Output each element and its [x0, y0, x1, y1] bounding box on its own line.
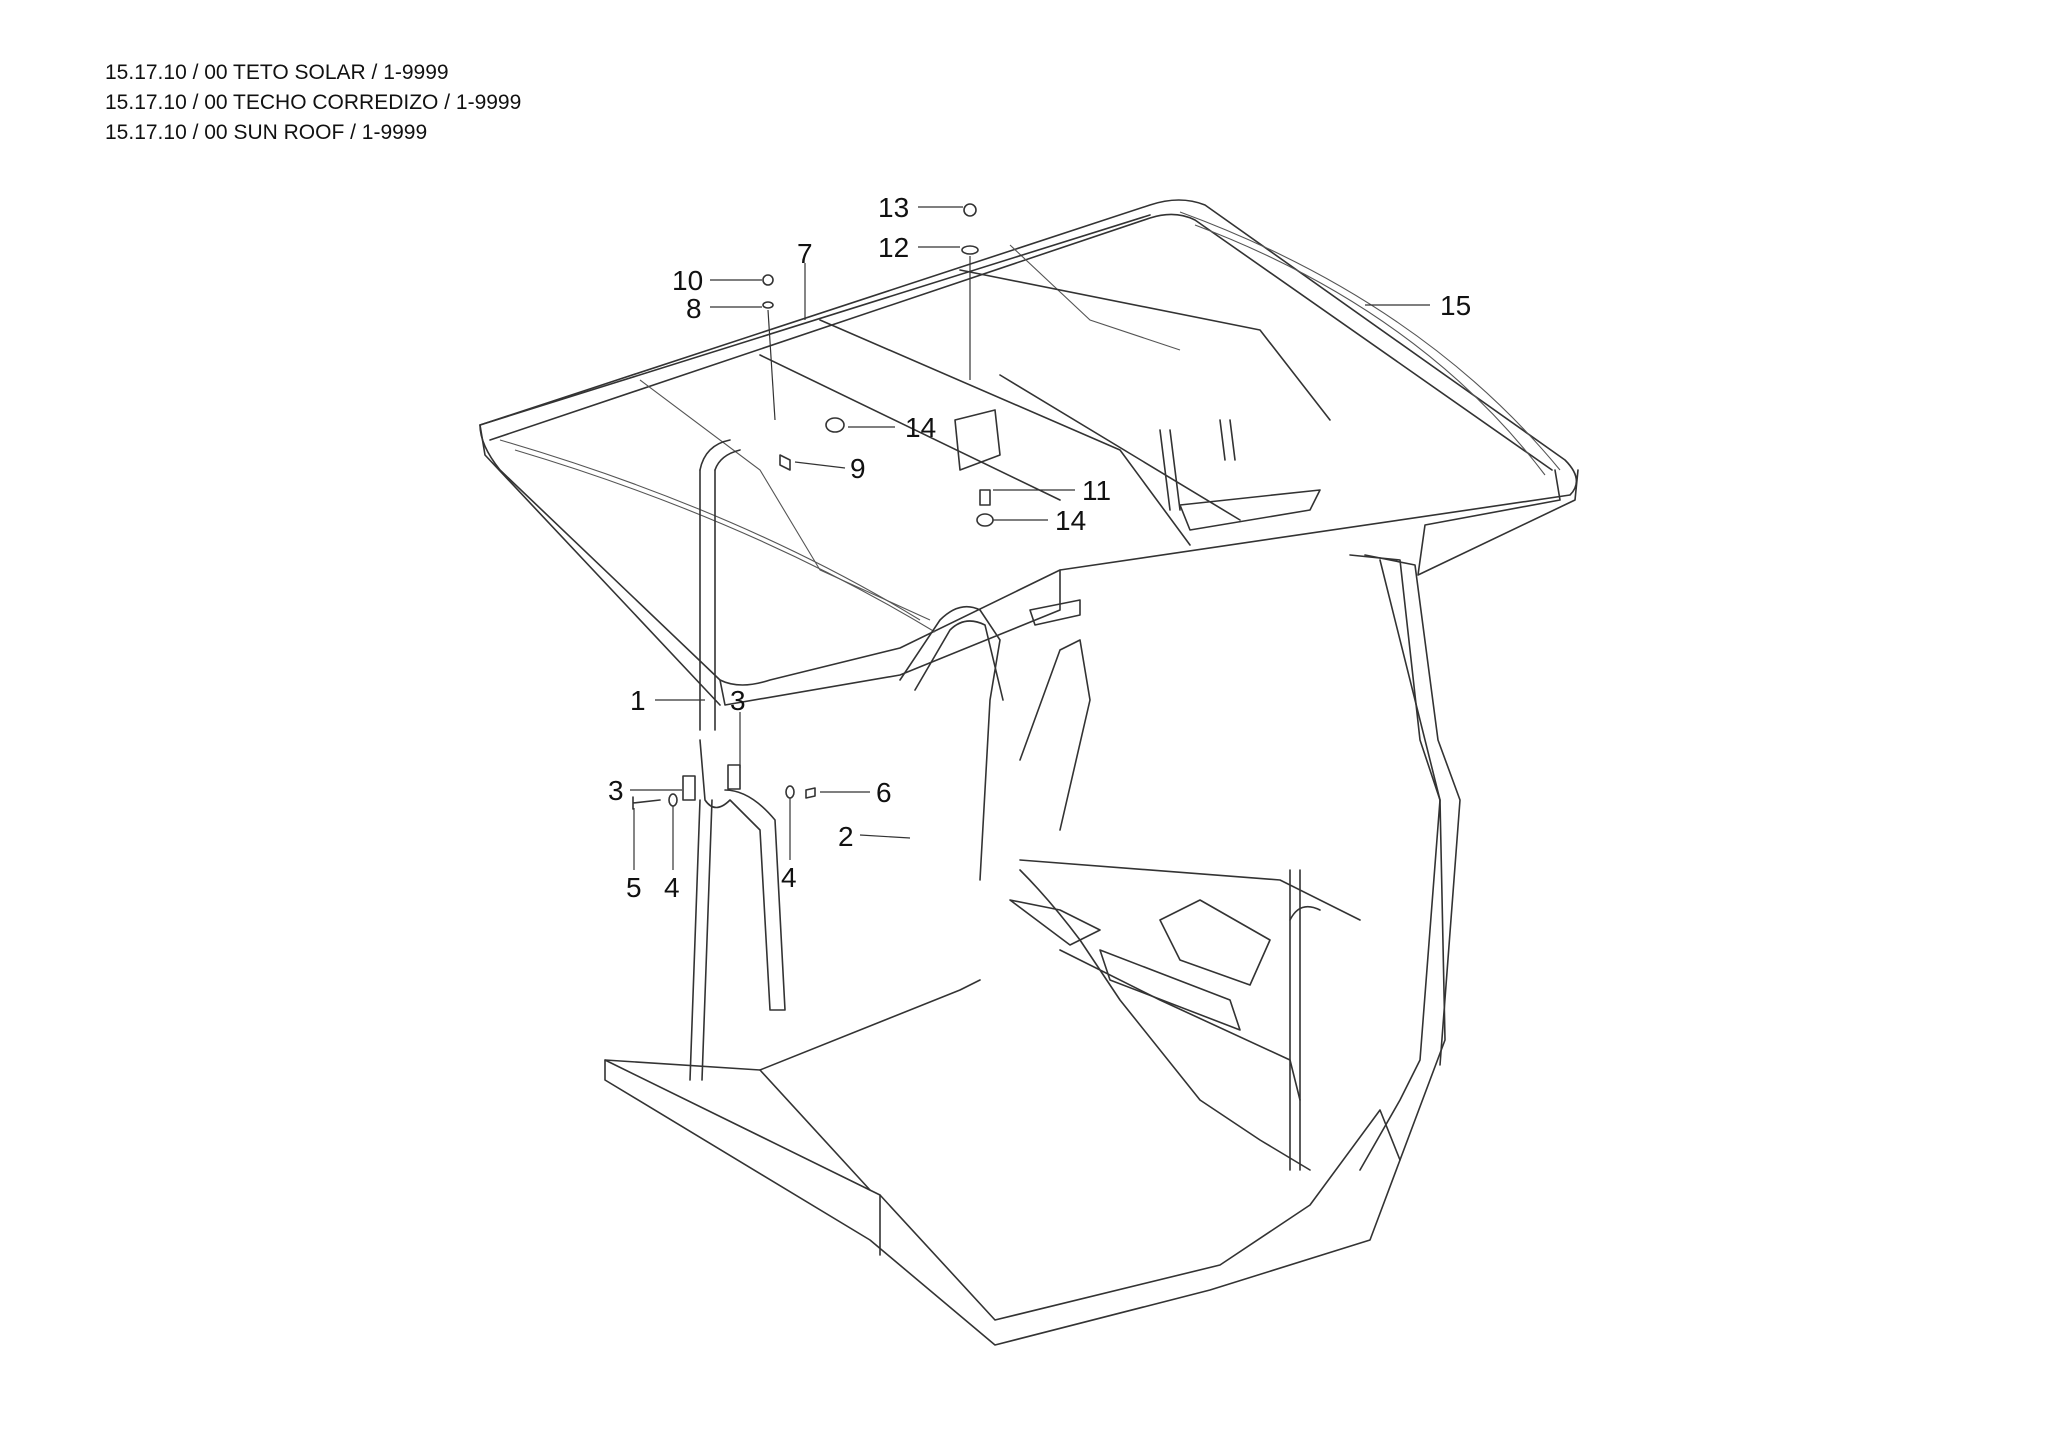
bolt-11-icon: [979, 489, 991, 506]
clip-3-left-icon: [682, 775, 696, 801]
clip-3-right-icon: [727, 764, 741, 790]
callout-1: 1: [630, 685, 646, 716]
callout-8: 8: [686, 293, 702, 324]
grommet-14-upper-icon: [825, 417, 845, 433]
washer-12-icon: [961, 245, 979, 255]
washer-4-left-icon: [668, 793, 678, 807]
callout-5: 5: [626, 872, 642, 903]
washer-4-right-icon: [785, 785, 795, 799]
callout-9: 9: [850, 453, 866, 484]
grommet-14-lower-icon: [976, 513, 994, 527]
roof-hardware: [762, 203, 1001, 527]
callout-11: 11: [1082, 475, 1111, 506]
title-portuguese: 15.17.10 / 00 TETO SOLAR / 1-9999: [105, 61, 449, 84]
callout-6: 6: [876, 777, 892, 808]
roof-support-frame: [479, 214, 1331, 626]
callout-3-left: 3: [608, 775, 624, 806]
title-spanish: 15.17.10 / 00 TECHO CORREDIZO / 1-9999: [105, 91, 522, 114]
nut-13-icon: [963, 203, 977, 217]
bolt-5-icon: [632, 796, 661, 810]
nut-10-icon: [762, 274, 774, 286]
diagram-title-block: 15.17.10 / 00 TETO SOLAR / 1-9999 15.17.…: [105, 58, 521, 148]
callout-13: 13: [878, 192, 909, 223]
nut-6-icon: [805, 787, 816, 799]
callout-4-right: 4: [781, 862, 797, 893]
title-english: 15.17.10 / 00 SUN ROOF / 1-9999: [105, 121, 428, 144]
pillar-hardware: [632, 764, 816, 810]
callout-15: 15: [1440, 290, 1471, 321]
cab-base-floor: [604, 899, 1401, 1346]
washer-8-icon: [762, 301, 774, 309]
callout-10: 10: [672, 265, 703, 296]
callout-numbers: 13 12 10 8 7 14 9 11 14 15 1 3 3 5 4 4 6…: [608, 192, 1471, 903]
callout-4-left: 4: [664, 872, 680, 903]
bolt-9-icon: [779, 454, 791, 471]
callout-12: 12: [878, 232, 909, 263]
callout-leaders: [630, 206, 1430, 870]
sun-roof-panel: [479, 199, 1579, 706]
callout-7: 7: [797, 238, 813, 269]
callout-14-lower: 14: [1055, 505, 1086, 536]
callout-14-upper: 14: [905, 412, 936, 443]
cab-frame: [689, 419, 1461, 1171]
callout-2: 2: [838, 821, 854, 852]
callout-3-upper: 3: [730, 685, 746, 716]
